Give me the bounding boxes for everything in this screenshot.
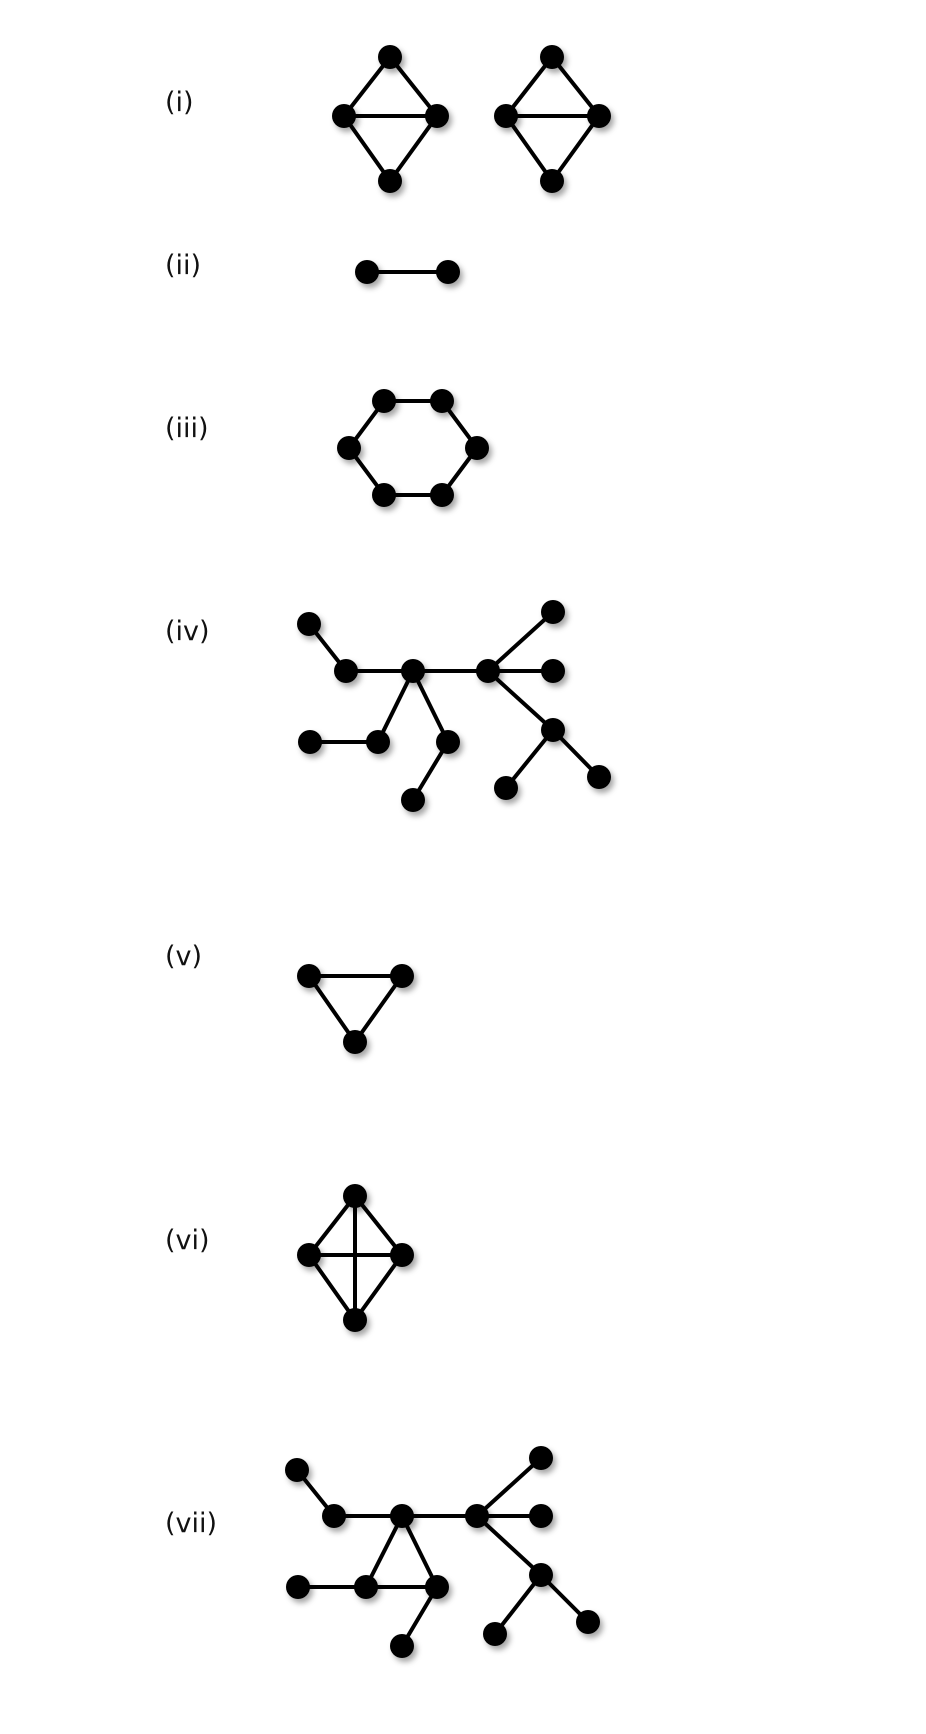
graph-iii-node-2 <box>465 436 489 460</box>
graph-v <box>297 964 414 1054</box>
graph-label-v: (v) <box>165 941 203 972</box>
graph-i-edge-3 <box>342 114 392 183</box>
graph-iv-edge-3 <box>486 610 555 673</box>
graph-vii-node-2 <box>390 1504 414 1528</box>
graph-vii-node-12 <box>576 1610 600 1634</box>
graph-vi-node-3 <box>343 1308 367 1332</box>
graph-vii-edge-9 <box>400 1514 439 1589</box>
graph-iv-node-9 <box>436 730 460 754</box>
graph-vii-node-8 <box>354 1575 378 1599</box>
graph-i-edge-6 <box>550 55 601 118</box>
graph-i-edge-4 <box>388 114 439 183</box>
graph-v-edge-1 <box>307 974 357 1044</box>
graph-iii-node-0 <box>372 389 396 413</box>
graph-ii <box>355 260 460 284</box>
graph-iv-node-6 <box>541 718 565 742</box>
graph-vii-edge-3 <box>475 1456 543 1518</box>
graph-label-vi: (vi) <box>165 1225 210 1256</box>
graph-iv-node-5 <box>541 659 565 683</box>
graph-iv-node-11 <box>494 776 518 800</box>
graph-vi-node-1 <box>297 1243 321 1267</box>
graph-iv-node-12 <box>587 765 611 789</box>
graph-vii-edge-5 <box>475 1514 543 1577</box>
graph-iv-node-0 <box>297 612 321 636</box>
graph-ii-node-0 <box>355 260 379 284</box>
graph-i-edge-1 <box>388 55 439 118</box>
graph-label-vii: (vii) <box>165 1508 218 1539</box>
graph-i-node-6 <box>587 104 611 128</box>
graph-iii-node-3 <box>430 483 454 507</box>
graph-vi-edge-1 <box>353 1194 404 1257</box>
graph-vii-node-3 <box>465 1504 489 1528</box>
graph-iv-edge-5 <box>486 669 555 732</box>
graph-i-edge-8 <box>504 114 554 183</box>
graph-iv-edge-10 <box>504 728 555 790</box>
graph-iii-node-1 <box>430 389 454 413</box>
graph-v-node-0 <box>297 964 321 988</box>
graph-vi-edge-0 <box>307 1194 357 1257</box>
graph-i-edge-0 <box>342 55 392 118</box>
graph-vi <box>297 1184 414 1332</box>
graph-vii-edge-8 <box>364 1514 404 1589</box>
graph-vii <box>285 1446 600 1658</box>
graph-ii-node-1 <box>436 260 460 284</box>
graph-iv-node-3 <box>476 659 500 683</box>
graph-iv-edge-7 <box>376 669 415 744</box>
graph-iv-node-4 <box>541 600 565 624</box>
graph-iv-node-10 <box>401 788 425 812</box>
graph-i-edge-5 <box>504 55 554 118</box>
graph-vii-node-1 <box>322 1504 346 1528</box>
graph-vii-node-10 <box>390 1634 414 1658</box>
graph-i <box>332 45 611 193</box>
graph-i-node-4 <box>540 45 564 69</box>
graph-iv-node-2 <box>401 659 425 683</box>
graph-iii-node-5 <box>337 436 361 460</box>
graph-vii-node-5 <box>529 1504 553 1528</box>
graph-v-edge-2 <box>353 974 404 1044</box>
graph-vii-node-9 <box>425 1575 449 1599</box>
graph-vii-node-11 <box>483 1622 507 1646</box>
graph-i-node-7 <box>540 169 564 193</box>
graph-iv-node-7 <box>298 730 322 754</box>
graph-v-node-2 <box>343 1030 367 1054</box>
graph-vii-edge-11 <box>493 1573 543 1636</box>
graph-label-i: (i) <box>165 87 194 118</box>
graph-i-node-5 <box>494 104 518 128</box>
graph-iv-node-8 <box>366 730 390 754</box>
graph-vi-edge-3 <box>307 1253 357 1322</box>
graph-label-iv: (iv) <box>165 616 210 647</box>
graph-vii-node-4 <box>529 1446 553 1470</box>
graph-vi-node-2 <box>390 1243 414 1267</box>
graph-iv-edge-8 <box>411 669 450 744</box>
graph-i-node-2 <box>425 104 449 128</box>
graph-iii <box>337 389 489 507</box>
graph-vii-node-7 <box>286 1575 310 1599</box>
graph-label-iii: (iii) <box>165 413 209 444</box>
graph-iii-node-4 <box>372 483 396 507</box>
graph-iv <box>297 600 611 812</box>
graph-vi-node-0 <box>343 1184 367 1208</box>
graph-i-node-3 <box>378 169 402 193</box>
graph-label-ii: (ii) <box>165 250 202 281</box>
graph-vii-node-0 <box>285 1458 309 1482</box>
graph-iv-node-1 <box>334 659 358 683</box>
graph-vii-node-6 <box>529 1563 553 1587</box>
graph-i-node-0 <box>378 45 402 69</box>
graph-i-node-1 <box>332 104 356 128</box>
graph-vi-edge-4 <box>353 1253 404 1322</box>
graph-v-node-1 <box>390 964 414 988</box>
graph-i-edge-9 <box>550 114 601 183</box>
